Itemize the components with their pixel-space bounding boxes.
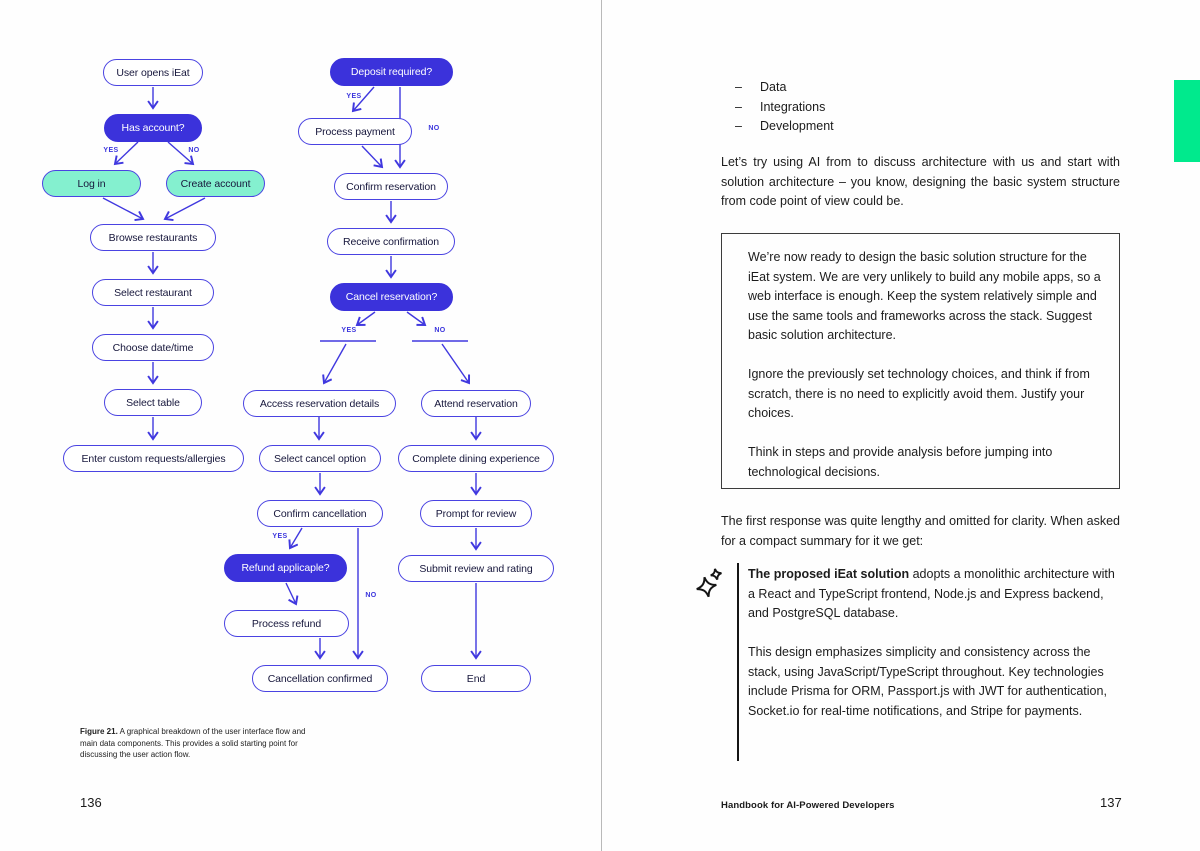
flow-node-enter-custom-requests: Enter custom requests/allergies — [63, 445, 244, 472]
page-number-right: 137 — [1100, 795, 1122, 810]
flow-node-confirm-cancellation: Confirm cancellation — [257, 500, 383, 527]
running-footer-title: Handbook for AI-Powered Developers — [721, 800, 895, 811]
list-item: – Development — [735, 117, 834, 137]
flow-node-has-account: Has account? — [104, 114, 202, 142]
quote-paragraph: Ignore the previously set technology cho… — [748, 367, 1090, 420]
figure-caption: Figure 21. A graphical breakdown of the … — [80, 726, 312, 761]
branch-label-no: NO — [434, 327, 446, 334]
list-item: – Integrations — [735, 98, 834, 118]
flow-node-attend-reservation: Attend reservation — [421, 390, 531, 417]
list-item: – Data — [735, 78, 834, 98]
branch-label-no: NO — [428, 125, 440, 132]
list-item-label: Development — [760, 119, 834, 133]
ai-response-block: The proposed iEat solution adopts a mono… — [748, 565, 1115, 741]
ai-response-paragraph: The proposed iEat solution adopts a mono… — [748, 567, 1115, 620]
dash-bullet: – — [735, 80, 742, 94]
branch-label-yes: YES — [341, 327, 357, 334]
quote-paragraph: We’re now ready to design the basic solu… — [748, 250, 1101, 342]
flow-node-create-account: Create account — [166, 170, 265, 197]
body-paragraph: Let’s try using AI from to discuss archi… — [721, 155, 1120, 208]
list-item-label: Integrations — [760, 99, 826, 114]
branch-label-no: NO — [188, 147, 200, 154]
figure-caption-number: Figure 21. — [80, 727, 118, 736]
flow-node-end: End — [421, 665, 531, 692]
page-number-left: 136 — [80, 795, 102, 810]
branch-label-no: NO — [365, 592, 377, 599]
right-page: – Data – Integrations – Development Let’… — [601, 0, 1200, 851]
body-paragraph: The first response was quite lengthy and… — [721, 514, 1120, 548]
flow-node-prompt-for-review: Prompt for review — [420, 500, 532, 527]
ai-response-lead: The proposed iEat solution — [748, 567, 910, 581]
flow-node-browse-restaurants: Browse restaurants — [90, 224, 216, 251]
flow-node-cancellation-confirmed: Cancellation confirmed — [252, 665, 388, 692]
bullet-list: – Data – Integrations – Development — [735, 78, 834, 137]
flow-node-log-in: Log in — [42, 170, 141, 197]
page-spine — [601, 0, 602, 851]
flow-node-process-refund: Process refund — [224, 610, 349, 637]
flow-node-user-opens-ieat: User opens iEat — [103, 59, 203, 86]
sparkle-icon — [694, 568, 728, 605]
branch-label-yes: YES — [103, 147, 119, 154]
prompt-quote-box: We’re now ready to design the basic solu… — [721, 233, 1120, 489]
dash-bullet: – — [735, 119, 742, 133]
flow-node-deposit-required: Deposit required? — [330, 58, 453, 86]
flow-node-refund-applicaple: Refund applicaple? — [224, 554, 347, 582]
list-item-label: Data — [760, 80, 787, 94]
flow-node-choose-date-time: Choose date/time — [92, 334, 214, 361]
flowchart-arrows — [102, 86, 600, 720]
flow-node-select-restaurant: Select restaurant — [92, 279, 214, 306]
flow-node-select-table: Select table — [104, 389, 202, 416]
flow-node-select-cancel-option: Select cancel option — [259, 445, 381, 472]
flow-node-process-payment: Process payment — [298, 118, 412, 145]
ai-response-paragraph: This design emphasizes simplicity and co… — [748, 645, 1107, 718]
flow-node-complete-dining-experience: Complete dining experience — [398, 445, 554, 472]
branch-label-yes: YES — [346, 93, 362, 100]
flow-node-receive-confirmation: Receive confirmation — [327, 228, 455, 255]
chapter-tab — [1174, 80, 1200, 162]
flow-node-access-reservation-details: Access reservation details — [243, 390, 396, 417]
quote-paragraph: Think in steps and provide analysis befo… — [748, 445, 1053, 479]
figure-caption-text: A graphical breakdown of the user interf… — [80, 727, 306, 759]
dash-bullet: – — [735, 99, 742, 114]
response-vertical-rule — [737, 563, 739, 761]
flow-node-submit-review-and-rating: Submit review and rating — [398, 555, 554, 582]
flow-node-cancel-reservation: Cancel reservation? — [330, 283, 453, 311]
flow-node-confirm-reservation: Confirm reservation — [334, 173, 448, 200]
branch-label-yes: YES — [272, 533, 288, 540]
